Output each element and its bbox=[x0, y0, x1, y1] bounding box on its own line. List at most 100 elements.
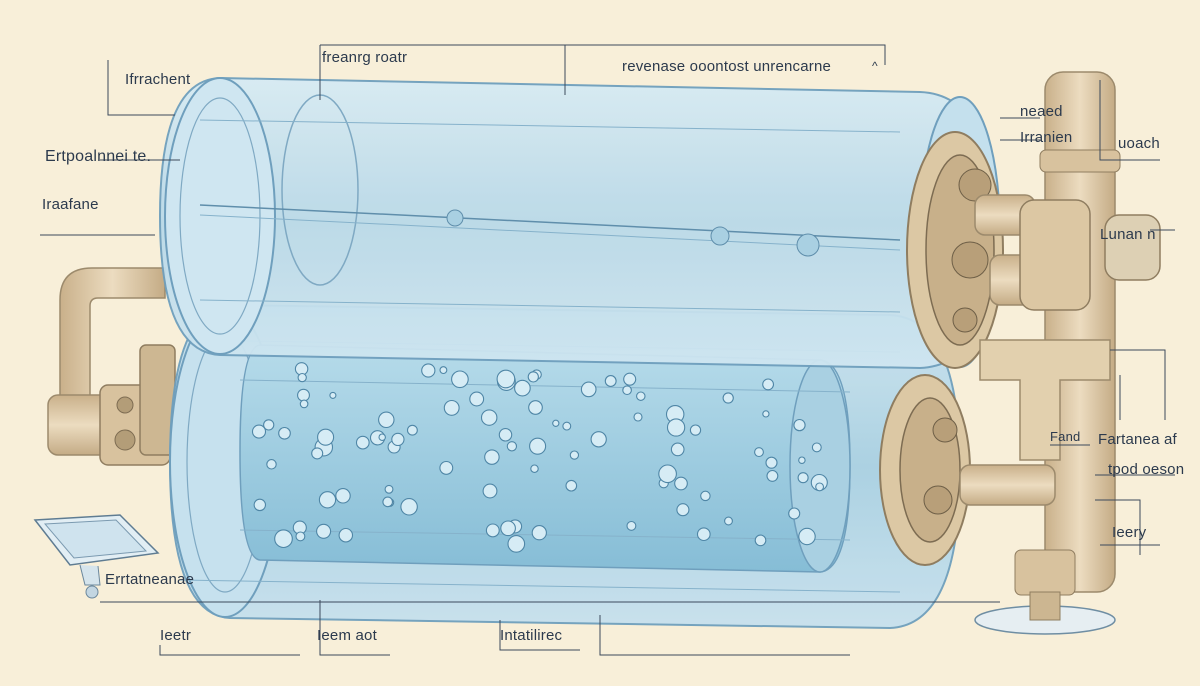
label-bottom-left: Errtatneanae bbox=[105, 571, 195, 588]
bubble bbox=[724, 516, 733, 526]
bubble bbox=[297, 372, 307, 383]
bubble bbox=[793, 418, 806, 432]
bubble bbox=[580, 381, 597, 398]
bubble bbox=[484, 449, 500, 465]
bubble bbox=[384, 484, 394, 494]
bubble bbox=[765, 456, 778, 469]
bubble bbox=[297, 388, 310, 402]
bubble bbox=[658, 464, 677, 484]
bubble bbox=[299, 399, 309, 409]
bubble bbox=[636, 391, 646, 401]
bubble bbox=[623, 372, 637, 386]
bubble bbox=[527, 371, 539, 383]
bubble bbox=[498, 428, 513, 442]
label-bottom-b: Ieem aot bbox=[317, 627, 377, 644]
bubble bbox=[482, 483, 498, 499]
bubble bbox=[528, 400, 543, 415]
bubble bbox=[496, 369, 516, 389]
bubble bbox=[562, 421, 572, 431]
bubble bbox=[530, 464, 539, 473]
bubble bbox=[552, 419, 560, 427]
bubble bbox=[338, 527, 354, 543]
label-top-wide: revenase ooontost unrencarne bbox=[622, 58, 832, 75]
bubbles bbox=[251, 362, 828, 553]
inlet-pipe bbox=[47, 267, 176, 466]
bubble bbox=[696, 527, 711, 542]
bubble bbox=[626, 520, 637, 531]
bubble bbox=[797, 472, 809, 484]
bubble bbox=[451, 370, 469, 389]
label-bottom-a: Ieetr bbox=[160, 627, 192, 644]
bubble bbox=[604, 375, 617, 387]
bubble bbox=[400, 498, 418, 516]
bubble bbox=[754, 447, 764, 458]
bubble bbox=[670, 442, 685, 457]
label-top-center: freanrg roatr bbox=[322, 49, 408, 66]
bubble bbox=[762, 378, 775, 391]
label-right-b: Irranien bbox=[1020, 129, 1073, 146]
label-top-left: Ifrrachent bbox=[125, 71, 191, 88]
bubble bbox=[263, 419, 275, 431]
label-right-a: neaed bbox=[1020, 103, 1063, 120]
bubble bbox=[480, 409, 498, 426]
label-bottom-c: Intatilirec bbox=[500, 627, 563, 644]
bubble bbox=[676, 503, 690, 517]
bubble bbox=[316, 523, 332, 539]
outlet-pipes bbox=[959, 71, 1161, 635]
bubble bbox=[382, 496, 394, 508]
bubble bbox=[569, 450, 580, 460]
leader-lines bbox=[40, 44, 1175, 656]
bubble bbox=[443, 399, 460, 416]
bubble bbox=[565, 479, 578, 492]
bubble bbox=[355, 435, 370, 450]
bubble bbox=[439, 366, 448, 375]
bubble bbox=[531, 525, 547, 541]
bubble bbox=[335, 488, 351, 504]
bubble bbox=[378, 411, 395, 429]
bubble bbox=[722, 392, 734, 404]
bubble bbox=[500, 520, 516, 537]
label-right-g: tpod oeson bbox=[1108, 461, 1185, 478]
bubble bbox=[590, 431, 607, 448]
bubble bbox=[251, 424, 267, 439]
label-right-h: Ieery bbox=[1112, 524, 1147, 541]
bubble bbox=[700, 490, 711, 502]
label-right-e: Fand bbox=[1050, 429, 1081, 444]
bubble bbox=[485, 523, 500, 538]
label-right-d: Lunan n bbox=[1100, 226, 1156, 243]
bubble bbox=[329, 391, 337, 399]
bubble bbox=[529, 437, 547, 455]
bubble bbox=[317, 428, 335, 446]
bubble bbox=[318, 491, 337, 509]
bubble bbox=[274, 529, 293, 549]
bubble bbox=[762, 410, 770, 418]
bubble bbox=[754, 534, 767, 547]
bubble bbox=[666, 418, 686, 437]
bubble bbox=[311, 447, 324, 460]
bubble bbox=[295, 531, 306, 542]
bubble bbox=[788, 507, 801, 520]
bubble bbox=[439, 460, 454, 475]
bubble bbox=[507, 535, 526, 553]
bubble bbox=[689, 424, 702, 436]
bubble bbox=[391, 432, 405, 447]
bubble bbox=[406, 424, 418, 436]
bubble bbox=[622, 385, 632, 396]
bubble bbox=[674, 476, 688, 491]
label-top-wide-mark: ^ bbox=[872, 59, 878, 73]
bubble bbox=[253, 498, 267, 512]
bubble bbox=[506, 441, 518, 452]
bubble bbox=[633, 412, 643, 422]
bubble bbox=[811, 442, 822, 453]
bubble bbox=[766, 469, 779, 482]
label-right-f: Fartanea af bbox=[1098, 431, 1177, 448]
label-left-upper: Ertpoalnnei te. bbox=[45, 148, 152, 165]
bubble bbox=[469, 391, 485, 407]
label-right-c: uoach bbox=[1118, 135, 1160, 152]
label-left-mid: Iraafane bbox=[42, 196, 99, 213]
bubble bbox=[815, 482, 825, 492]
bubble bbox=[278, 426, 291, 440]
sensor-device bbox=[33, 514, 160, 599]
